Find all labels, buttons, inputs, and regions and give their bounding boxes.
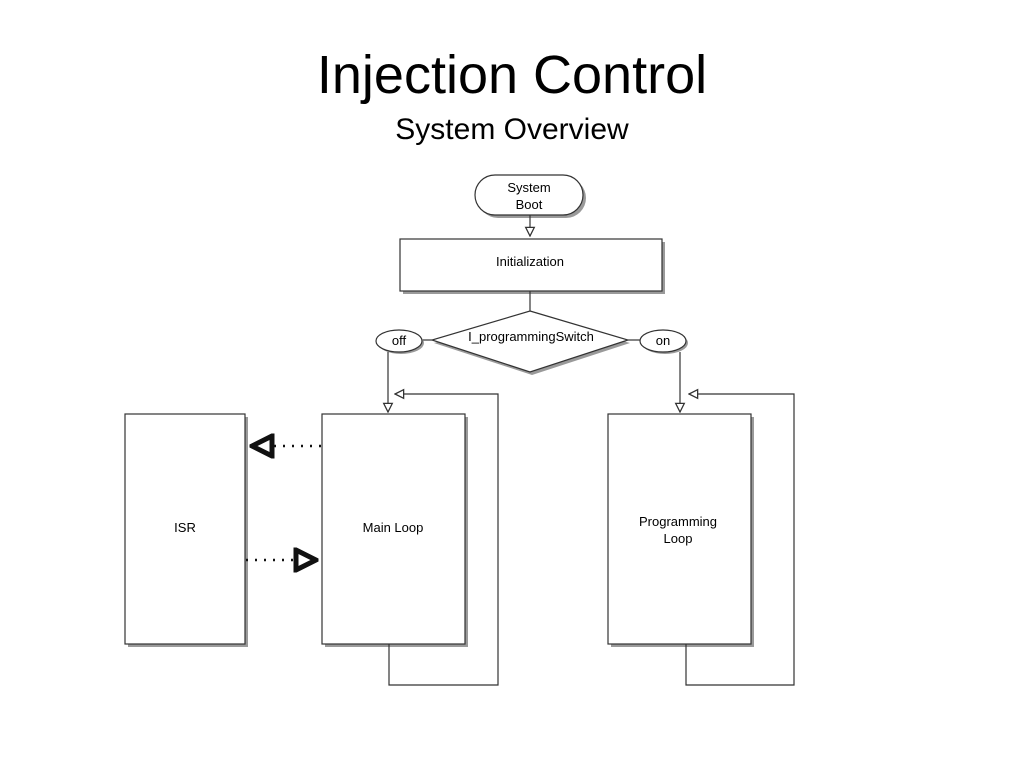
on-label-node: on [639, 329, 688, 354]
off-label-node: off [375, 329, 424, 354]
isr-label: ISR [174, 520, 196, 535]
main-loop-label: Main Loop [363, 520, 424, 535]
isr-node: ISR [124, 413, 248, 647]
main-loop-node: Main Loop [321, 413, 468, 647]
initialization-node: Initialization [399, 238, 665, 294]
programming-loop-feedback-connector [685, 394, 795, 686]
system-boot-label-line2: Boot [516, 197, 543, 212]
system-boot-label-line1: System [507, 180, 550, 195]
on-label-text: on [656, 333, 670, 348]
system-boot-node: System Boot [474, 174, 586, 218]
slide-title: Injection Control [316, 45, 708, 105]
programming-loop-node: Programming Loop [607, 413, 754, 647]
programming-switch-decision-node: I_programmingSwitch [429, 310, 631, 375]
slide-subtitle: System Overview [395, 113, 629, 146]
initialization-label: Initialization [496, 254, 564, 269]
programming-switch-label: I_programmingSwitch [468, 329, 594, 344]
programming-loop-label-line2: Loop [664, 531, 693, 546]
main-loop-feedback-connector [388, 394, 499, 686]
off-label-text: off [392, 333, 407, 348]
programming-loop-label-line1: Programming [639, 514, 717, 529]
